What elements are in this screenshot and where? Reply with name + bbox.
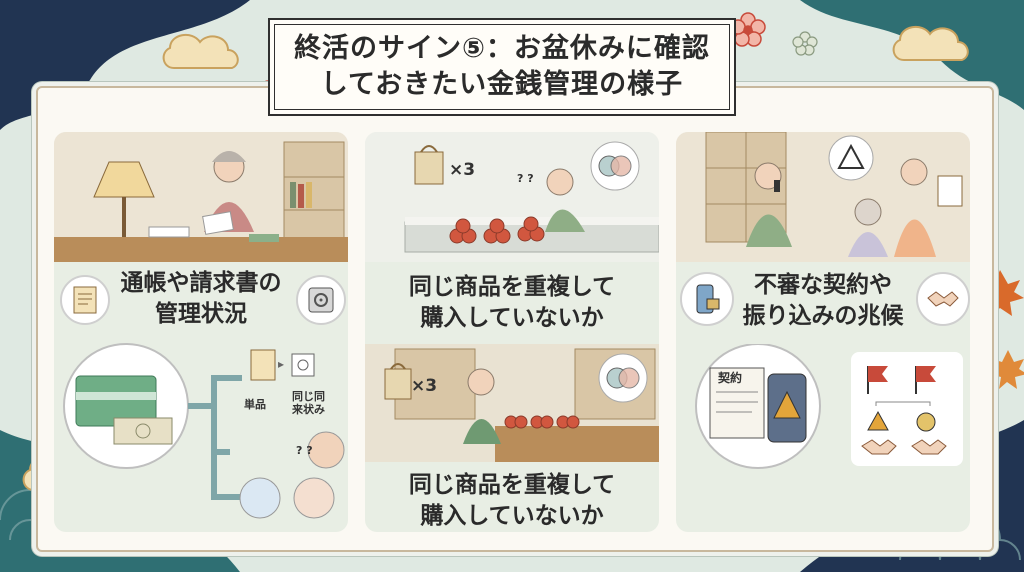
contract-warning-diagram — [695, 344, 963, 469]
panel1-heading: 通帳や請求書の 管理状況 — [120, 270, 282, 327]
panel2-heading-top: 同じ商品を重複して 購入していないか — [408, 274, 616, 331]
label-single-item: 単品 — [244, 398, 266, 411]
smartphone-warning-icon — [767, 373, 807, 443]
contract-label: 契約 — [718, 371, 743, 385]
elderly-woman-desk-illustration — [54, 132, 348, 262]
question-marks: ? ? — [296, 444, 313, 457]
maple-leaf-icon — [978, 270, 1024, 389]
elderly-man-kitchen-illustration — [365, 344, 659, 462]
panel3-heading: 不審な契約や 振り込みの兆候 — [742, 272, 904, 329]
elderly-man-counter-illustration — [365, 132, 659, 262]
bankbook-flow-diagram: ▸ — [63, 343, 345, 519]
panel2-heading-bottom: 同じ商品を重複して 購入していないか — [408, 472, 616, 529]
panel-suspicious-contracts: 不審な契約や 振り込みの兆候 契約 — [676, 132, 970, 532]
document-icon — [60, 275, 110, 325]
family-phone-call-illustration — [676, 132, 970, 262]
quantity-top: ×3 — [449, 160, 476, 180]
handshake-icon — [916, 272, 970, 326]
label-same-item: 同じ同 来状み — [292, 390, 325, 416]
shopping-bag-icon — [414, 145, 444, 185]
warning-icon — [867, 410, 889, 431]
banknote-icon — [113, 417, 173, 445]
question-marks-top: ? ? — [517, 172, 534, 185]
page-title: 終活のサイン⑤：お盆休みに確認 しておきたい金銭管理の様子 — [268, 18, 736, 116]
safe-icon — [296, 275, 346, 325]
title-line-1: 終活のサイン⑤：お盆休みに確認 — [294, 33, 710, 64]
quantity-bottom: ×3 — [411, 376, 438, 396]
title-line-2: しておきたい金銭管理の様子 — [320, 69, 684, 100]
red-flag-icon — [867, 366, 936, 394]
contract-document-icon — [709, 367, 765, 439]
panel-bankbook-management: 通帳や請求書の 管理状況 ▸ 単品 同じ同 来状み ? ? — [54, 132, 348, 532]
svg-text:▸: ▸ — [278, 357, 284, 371]
shopping-bag-icon — [384, 363, 412, 400]
phone-lock-icon — [680, 272, 734, 326]
panel-duplicate-purchases: ×3 ? ? 同じ商品を重複して 購入していないか ×3 同じ商品を重複して 購… — [365, 132, 659, 532]
